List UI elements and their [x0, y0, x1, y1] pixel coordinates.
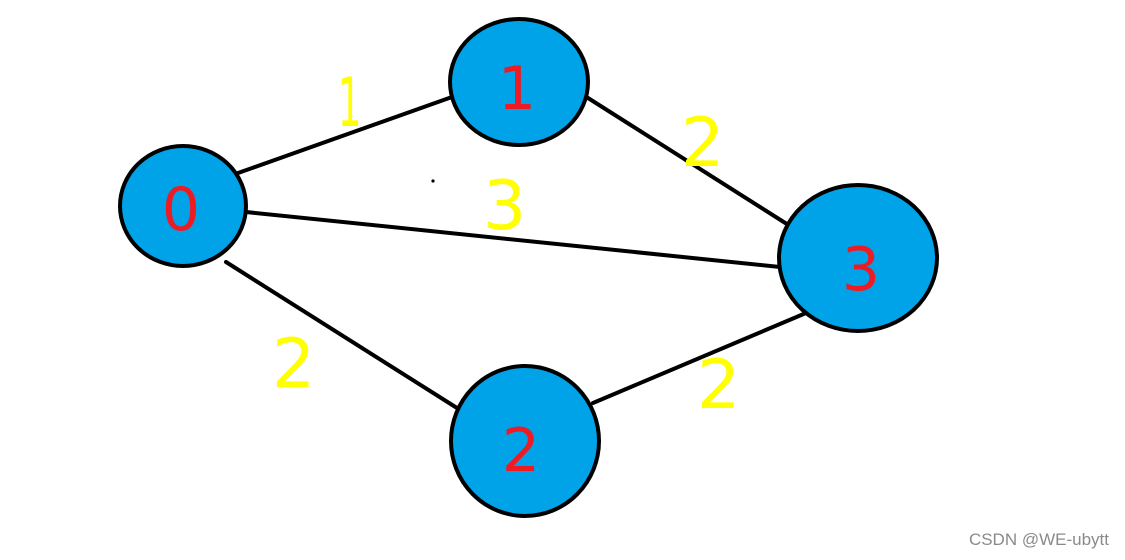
node-0-label: 0	[162, 175, 200, 245]
weights-layer: 1 2 3 2 2	[272, 63, 740, 425]
edge-2-3	[591, 311, 808, 405]
nodes-layer: 0 1 2 3	[118, 17, 939, 518]
node-3-circle	[777, 183, 939, 333]
edges-layer	[224, 95, 808, 410]
node-1-circle	[448, 17, 590, 147]
edge-weight-1-3: 2	[681, 104, 724, 183]
edge-0-3	[244, 210, 782, 269]
node-3-label: 3	[842, 235, 880, 305]
watermark-text: CSDN @WE-ubytt	[968, 530, 1109, 549]
node-2-label: 2	[502, 416, 540, 486]
edge-weight-2-3: 2	[697, 346, 740, 425]
stray-dot	[431, 179, 435, 183]
graph-node-1: 1	[448, 17, 590, 147]
edge-weight-0-2: 2	[272, 325, 315, 404]
edge-0-2	[224, 260, 459, 410]
graph-node-3: 3	[777, 183, 939, 333]
edge-weight-0-1: 1	[338, 63, 362, 142]
graph-node-0: 0	[118, 144, 248, 268]
node-2-circle	[449, 364, 601, 518]
edge-0-1	[236, 95, 454, 175]
node-0-circle	[118, 144, 248, 268]
node-1-label: 1	[498, 54, 536, 124]
edge-1-3	[586, 96, 792, 228]
graph-node-2: 2	[449, 364, 601, 518]
edge-weight-0-3: 3	[483, 167, 526, 246]
